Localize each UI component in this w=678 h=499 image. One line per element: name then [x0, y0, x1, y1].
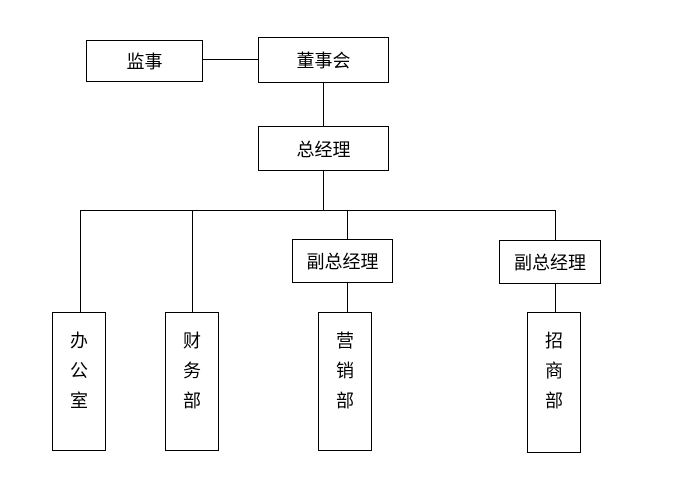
general-manager-label: 总经理 — [296, 139, 351, 161]
finance-label: 财务部 — [183, 331, 201, 412]
supervisor-label: 监事 — [126, 52, 163, 73]
supervisor-box: 监事 — [86, 40, 203, 82]
office-box: 办公室 — [52, 312, 106, 451]
deputy-gm-box-2: 副总经理 — [499, 240, 601, 284]
connector-deputy-2 — [555, 210, 556, 240]
connector-finance — [192, 210, 193, 312]
connector-board-gm — [323, 83, 324, 126]
connector-investment — [555, 284, 556, 312]
marketing-label: 营销部 — [336, 331, 354, 412]
horizontal-bus — [80, 210, 555, 211]
deputy-gm-label-1: 副总经理 — [306, 252, 379, 273]
board-label: 董事会 — [296, 51, 351, 72]
general-manager-box: 总经理 — [258, 126, 389, 171]
connector-gm-bus — [323, 171, 324, 211]
connector-marketing — [347, 283, 348, 312]
board-box: 董事会 — [258, 37, 389, 83]
finance-box: 财务部 — [165, 312, 219, 451]
connector-office — [80, 210, 81, 312]
office-label: 办公室 — [70, 331, 88, 412]
deputy-gm-label-2: 副总经理 — [514, 253, 586, 274]
investment-label: 招商部 — [545, 331, 563, 412]
marketing-box: 营销部 — [318, 312, 372, 451]
investment-box: 招商部 — [527, 312, 581, 453]
connector-deputy-1 — [347, 210, 348, 239]
deputy-gm-box-1: 副总经理 — [292, 239, 393, 283]
connector-supervisor-board — [203, 59, 258, 60]
